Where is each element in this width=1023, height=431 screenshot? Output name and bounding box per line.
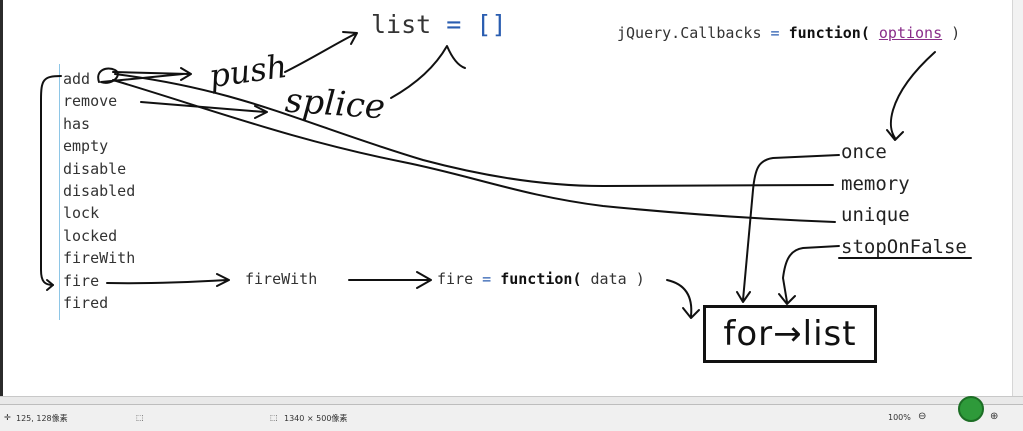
splice-to-list-arrow <box>390 45 466 99</box>
cursor-icon: ✛ <box>4 413 11 422</box>
method-disabled: disabled <box>63 181 136 200</box>
for-list-text: for→list <box>723 314 857 354</box>
cursor-coordinates: 125, 128像素 <box>16 414 68 423</box>
vertical-scrollbar[interactable] <box>1012 0 1023 396</box>
method-lock: lock <box>63 204 100 223</box>
fire-to-box-arrow <box>666 279 700 319</box>
add-to-unique-line <box>112 79 836 223</box>
zoom-out-button[interactable]: ⊖ <box>918 411 927 422</box>
canvas-size: 1340 × 500像素 <box>284 414 348 423</box>
method-fire: fire <box>63 271 100 290</box>
method-list: add remove has empty disable disabled lo… <box>63 68 135 314</box>
callbacks-declaration: jQuery.Callbacks = function( options ) <box>617 24 961 42</box>
method-has: has <box>63 114 91 133</box>
bracket-add-fire <box>40 75 62 286</box>
push-to-list-arrow <box>284 31 358 73</box>
method-locked: locked <box>63 226 118 245</box>
add-arrow-push <box>112 67 192 81</box>
zoom-slider-thumb[interactable] <box>958 396 984 422</box>
remove-to-splice-arrow <box>140 101 268 119</box>
method-fired: fired <box>63 293 109 312</box>
drawing-canvas[interactable]: list = [] jQuery.Callbacks = function( o… <box>0 0 1023 400</box>
stoponfalse-to-box-arrow <box>778 245 840 305</box>
canvas-size-icon: ⬚ <box>270 413 278 422</box>
method-add: add <box>63 70 91 88</box>
zoom-in-button[interactable]: ⊕ <box>990 411 999 422</box>
options-param: options <box>878 24 943 42</box>
fire-to-firewith-arrow <box>106 273 230 287</box>
firewith-label: fireWith <box>245 270 318 288</box>
once-to-box-arrow <box>736 154 840 303</box>
method-disable: disable <box>63 159 127 178</box>
firewith-to-fire-arrow <box>348 271 432 289</box>
fire-declaration: fire = function( data ) <box>437 270 645 288</box>
method-remove: remove <box>63 92 118 111</box>
option-memory: memory <box>841 173 910 195</box>
bracket-arrowhead <box>46 279 54 291</box>
list-declaration: list = [] <box>371 10 507 39</box>
option-once: once <box>841 141 887 163</box>
indent-guide <box>59 64 60 320</box>
for-list-box: for→list <box>703 305 877 363</box>
method-firewith: fireWith <box>63 249 136 268</box>
option-unique: unique <box>841 204 910 226</box>
horizontal-scrollbar[interactable] <box>0 396 1023 405</box>
selection-icon: ⬚ <box>136 413 144 422</box>
method-empty: empty <box>63 137 109 156</box>
options-to-once-arrow <box>886 51 936 141</box>
ink-strokes <box>40 31 972 319</box>
add-loop <box>97 67 184 84</box>
status-bar: ✛ 125, 128像素 ⬚ ⬚ 1340 × 500像素 100% ⊖ ⊕ <box>0 404 1023 431</box>
option-stoponfalse: stopOnFalse <box>841 236 967 258</box>
add-to-memory-line <box>114 73 834 187</box>
zoom-level: 100% <box>888 413 911 422</box>
